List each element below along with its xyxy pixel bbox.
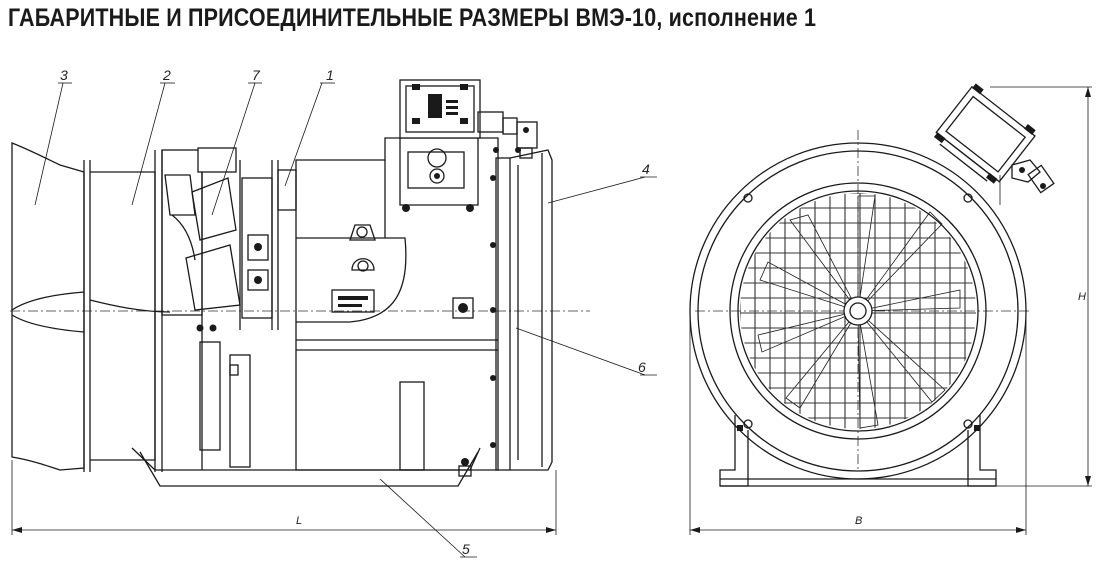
front-view: B H	[689, 83, 1092, 535]
impeller-housing	[161, 147, 297, 470]
dimension-length: L	[11, 460, 557, 535]
junction-box-front	[933, 83, 1036, 184]
outlet-flange	[490, 157, 511, 471]
callout-7: 7	[252, 67, 261, 83]
callout-5: 5	[462, 541, 470, 557]
front-support-legs	[719, 415, 997, 487]
callout-leaders	[34, 82, 657, 558]
callout-1: 1	[326, 67, 334, 83]
dimension-height: H	[990, 86, 1092, 487]
junction-box-side	[399, 79, 538, 212]
support-sled	[131, 447, 481, 487]
drawing-title: ГАБАРИТНЫЕ И ПРИСОЕДИНИТЕЛЬНЫЕ РАЗМЕРЫ В…	[8, 4, 817, 32]
length-label: L	[296, 515, 302, 527]
cable-gland-front	[999, 159, 1055, 205]
inlet-collector	[11, 142, 91, 472]
callout-4: 4	[642, 161, 650, 177]
width-label: B	[855, 515, 862, 527]
impeller-blades	[757, 195, 961, 429]
outlet-nozzle	[509, 149, 553, 471]
dimension-width: B	[689, 320, 1027, 535]
callout-3: 3	[60, 67, 68, 83]
side-view: L	[10, 79, 657, 558]
callout-2: 2	[162, 67, 171, 83]
height-label: H	[1078, 291, 1086, 303]
callout-6: 6	[638, 359, 646, 375]
